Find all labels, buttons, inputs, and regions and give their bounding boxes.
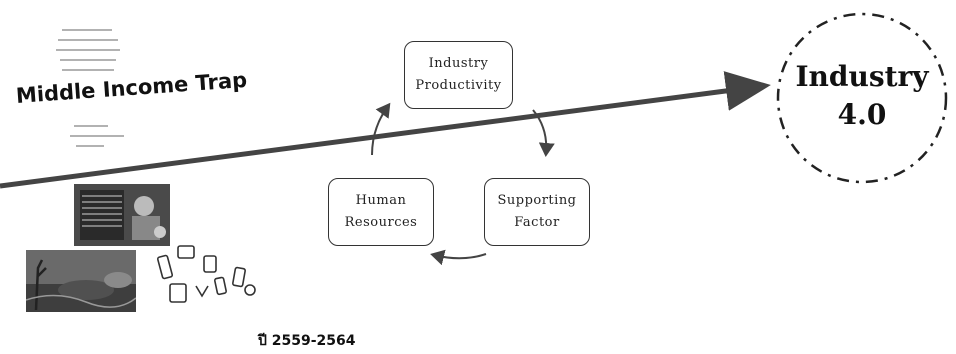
cycle-arrow-human-to-industry: [371, 102, 391, 156]
industry-productivity-box: Industry Productivity: [404, 41, 513, 109]
goal-circle: [776, 12, 948, 184]
industry-4-goal: Industry 4.0: [782, 58, 942, 134]
devices-sketch: [156, 245, 256, 303]
industry-productivity-line2: Productivity: [415, 78, 502, 93]
cycle-arrow-supporting-to-human: [430, 249, 487, 266]
industry-productivity-line1: Industry: [428, 56, 489, 71]
supporting-factor-line1: Supporting: [497, 193, 577, 208]
goal-line1: Industry: [795, 60, 929, 93]
cycle-arrow-industry-to-supporting: [532, 109, 555, 157]
agriculture-photo: [26, 250, 136, 312]
human-resources-box: Human Resources: [328, 178, 434, 246]
factory-photo: [74, 184, 170, 246]
supporting-factor-line2: Factor: [514, 215, 560, 230]
supporting-factor-box: Supporting Factor: [484, 178, 590, 246]
goal-line2: 4.0: [837, 98, 887, 131]
human-resources-line1: Human: [355, 193, 407, 208]
human-resources-line2: Resources: [344, 215, 418, 230]
trend-arrow: [0, 71, 771, 189]
document-snippet: [56, 29, 124, 147]
period-label: ปี 2559-2564: [258, 333, 356, 349]
